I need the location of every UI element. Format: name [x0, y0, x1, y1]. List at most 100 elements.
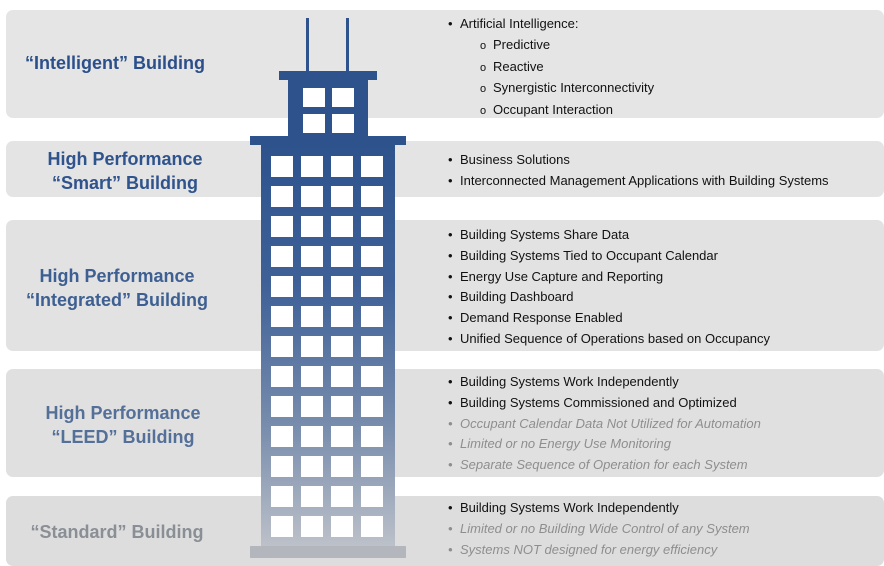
tier-title-line2: “Integrated” Building — [26, 290, 208, 310]
tier-title-smart: High Performance “Smart” Building — [20, 147, 230, 195]
tower-window — [271, 516, 293, 537]
bullet-marker: • — [448, 374, 453, 389]
tower-window — [301, 186, 323, 207]
tier-title-standard: “Standard” Building — [12, 520, 222, 544]
tower-window — [271, 426, 293, 447]
tower-window — [331, 336, 353, 357]
tower-window — [301, 366, 323, 387]
list-item: •Building Systems Commissioned and Optim… — [448, 393, 761, 414]
antenna-left — [306, 18, 309, 74]
bullet-marker: • — [448, 289, 453, 305]
list-item-text: Systems NOT designed for energy efficien… — [460, 541, 718, 557]
bullet-marker: • — [448, 227, 453, 242]
bullet-marker: • — [448, 247, 453, 263]
tower-window — [301, 486, 323, 507]
tier-band-intelligent — [6, 10, 884, 118]
tier-title-line1: High Performance — [47, 149, 203, 169]
tier-title-integrated: High Performance “Integrated” Building — [12, 264, 222, 312]
tower-window — [301, 336, 323, 357]
tier-title-line1: High Performance — [45, 403, 201, 423]
tower-window — [331, 186, 353, 207]
tower-window — [361, 486, 383, 507]
tower-window — [361, 186, 383, 207]
tower-window — [361, 156, 383, 177]
tier-band-standard — [6, 496, 884, 566]
tier-band-leed — [6, 369, 884, 477]
tower-windows — [271, 156, 383, 537]
tower-window — [361, 246, 383, 267]
list-item-text: Energy Use Capture and Reporting — [460, 268, 664, 284]
list-item: •Interconnected Management Applications … — [448, 171, 829, 192]
bullet-marker: • — [448, 520, 453, 536]
list-item-text: Predictive — [493, 36, 551, 52]
tower-window — [331, 246, 353, 267]
tower-window — [271, 216, 293, 237]
tier-title-leed: High Performance “LEED” Building — [18, 401, 228, 449]
bullet-marker: • — [448, 330, 453, 346]
tower-window — [331, 156, 353, 177]
bullet-marker: • — [448, 172, 453, 188]
tower-window — [331, 216, 353, 237]
tower-window — [361, 276, 383, 297]
tier-title-line2: “Smart” Building — [51, 173, 198, 193]
tier-title-line2: “LEED” Building — [51, 427, 195, 447]
bullet-marker: • — [448, 500, 453, 515]
bullet-marker: • — [448, 152, 453, 167]
list-item: • Occupant Calendar Data Not Utilized for… — [448, 414, 761, 435]
tower-window — [331, 276, 353, 297]
tower-window — [361, 306, 383, 327]
list-item: • Limited or no Energy Use Monitoring — [448, 434, 761, 455]
list-item-text: Limited or no Building Wide Control of a… — [460, 520, 750, 536]
list-item: • Building Systems Work Independently — [448, 498, 750, 519]
tower-window — [271, 306, 293, 327]
list-item: • Energy Use Capture and Reporting — [448, 267, 770, 288]
antenna-right — [346, 18, 349, 74]
bullet-marker: • — [448, 436, 453, 452]
bullet-list-standard: • Building Systems Work Independently • Li… — [448, 498, 750, 560]
list-item-text: Building Dashboard — [460, 289, 574, 305]
tower-window — [301, 426, 323, 447]
sub-bullet-marker: o — [480, 61, 487, 74]
list-item-text: Occupant Calendar Data Not Utilized for … — [460, 415, 761, 431]
tier-title-intelligent: “Intelligent” Building — [10, 51, 220, 75]
list-item: • Building Dashboard — [448, 287, 770, 308]
tier-band-integrated — [6, 220, 884, 351]
list-item: • Business Solutions — [448, 150, 829, 171]
bullet-list-integrated: • Building Systems Share Data • Building S… — [448, 225, 770, 350]
crown-cap — [279, 71, 377, 80]
tier-title-line1: “Standard” Building — [30, 522, 204, 542]
list-item-text: Business Solutions — [460, 152, 570, 167]
bullet-marker: • — [448, 541, 453, 557]
tower-window — [331, 366, 353, 387]
list-item-text: Building Systems Commissioned and Optimi… — [460, 394, 737, 410]
tower-window — [361, 516, 383, 537]
bullet-marker: • — [448, 415, 453, 431]
tier-band-smart — [6, 141, 884, 197]
tower-window — [331, 426, 353, 447]
tower-window — [301, 306, 323, 327]
sub-bullet-marker: o — [480, 105, 487, 118]
tower-window — [271, 366, 293, 387]
list-item-text: Limited or no Energy Use Monitoring — [460, 436, 671, 452]
tower-window — [271, 336, 293, 357]
tower-window — [301, 216, 323, 237]
bullet-list-leed: •Building Systems Work Independently •Bu… — [448, 372, 761, 476]
bullet-marker: • — [448, 268, 453, 284]
bullet-marker: • — [448, 16, 453, 31]
tower-window — [301, 456, 323, 477]
list-item-text: Building Systems Work Independently — [460, 500, 679, 515]
list-item: • Building Systems Share Data — [448, 225, 770, 246]
list-item-text: Synergistic Interconnectivity — [493, 80, 655, 96]
list-item: • Systems NOT designed for energy efficie… — [448, 540, 750, 561]
tower-window — [301, 276, 323, 297]
tower-window — [301, 156, 323, 177]
list-item: •Building Systems Work Independently — [448, 372, 761, 393]
list-item-text: Separate Sequence of Operation for each … — [460, 457, 748, 473]
tower-window — [361, 456, 383, 477]
list-item-text: Building Systems Share Data — [460, 227, 630, 242]
tower-window — [361, 216, 383, 237]
tower-window — [271, 396, 293, 417]
tier-title-line1: “Intelligent” Building — [25, 53, 205, 73]
